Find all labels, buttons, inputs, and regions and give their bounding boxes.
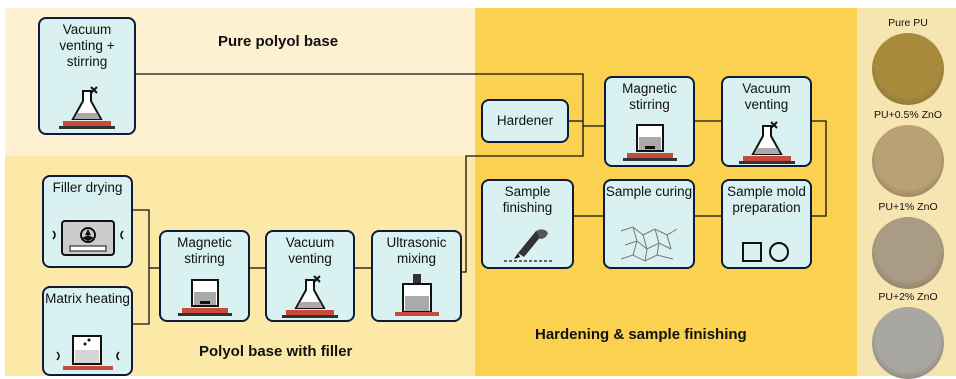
step-label: Vacuum venting [285,235,335,266]
magnetic-stirrer-icon [622,124,677,161]
sample-label: PU+2% ZnO [878,291,938,303]
sample-disc [872,307,944,379]
sample-label: Pure PU [888,17,928,29]
step-vacuum-venting-1: Vacuum venting [265,230,355,322]
hand-writing-icon [503,229,552,262]
step-ultrasonic-mixing: Ultrasonic mixing [371,230,462,322]
section-title-filler: Polyol base with filler [199,343,353,360]
step-label: Matrix heating [45,291,130,306]
sample-disc [872,125,944,197]
step-label: Magnetic stirring [177,235,232,266]
ultrasonic-probe-icon [394,274,439,316]
sample-disc [872,33,944,105]
sample-label: PU+1% ZnO [878,201,938,213]
step-vacuum-venting-2: Vacuum venting [721,76,812,167]
step-filler-drying: Filler drying [42,175,133,268]
step-magnetic-stirring-2: Magnetic stirring [604,76,695,167]
flask-hotplate-icon [738,121,795,164]
section-title-hardening: Hardening & sample finishing [535,326,747,343]
step-label: Sample curing [605,184,693,199]
step-label: Sample mold preparation [727,184,806,215]
sample-label: PU+0.5% ZnO [874,109,942,121]
step-hardener: Hardener [481,99,569,143]
magnetic-stirrer-icon [177,279,232,316]
step-label: Ultrasonic mixing [386,235,447,266]
step-vacuum-venting-stirring: Vacuum venting + stirring [38,17,136,135]
step-sample-curing: Sample curing [603,179,695,269]
polymer-network-icon [620,226,678,262]
section-title-pure: Pure polyol base [218,33,339,50]
step-matrix-heating: Matrix heating [42,286,133,376]
mold-shapes-icon [741,242,789,262]
oven-fan-icon [51,220,124,256]
step-label: Hardener [496,113,554,128]
step-magnetic-stirring-1: Magnetic stirring [159,230,250,322]
beaker-heating-icon [55,335,120,370]
step-sample-finishing: Sample finishing [481,179,574,269]
sample-disc [872,217,944,289]
step-label: Vacuum venting [742,81,791,112]
flask-hotplate-icon [282,275,338,318]
step-sample-mold-preparation: Sample mold preparation [721,179,812,269]
flask-hotplate-icon [59,86,115,129]
step-label: Sample finishing [502,184,553,215]
step-label: Filler drying [52,180,123,195]
step-label: Vacuum venting + stirring [59,22,115,69]
step-label: Magnetic stirring [622,81,677,112]
